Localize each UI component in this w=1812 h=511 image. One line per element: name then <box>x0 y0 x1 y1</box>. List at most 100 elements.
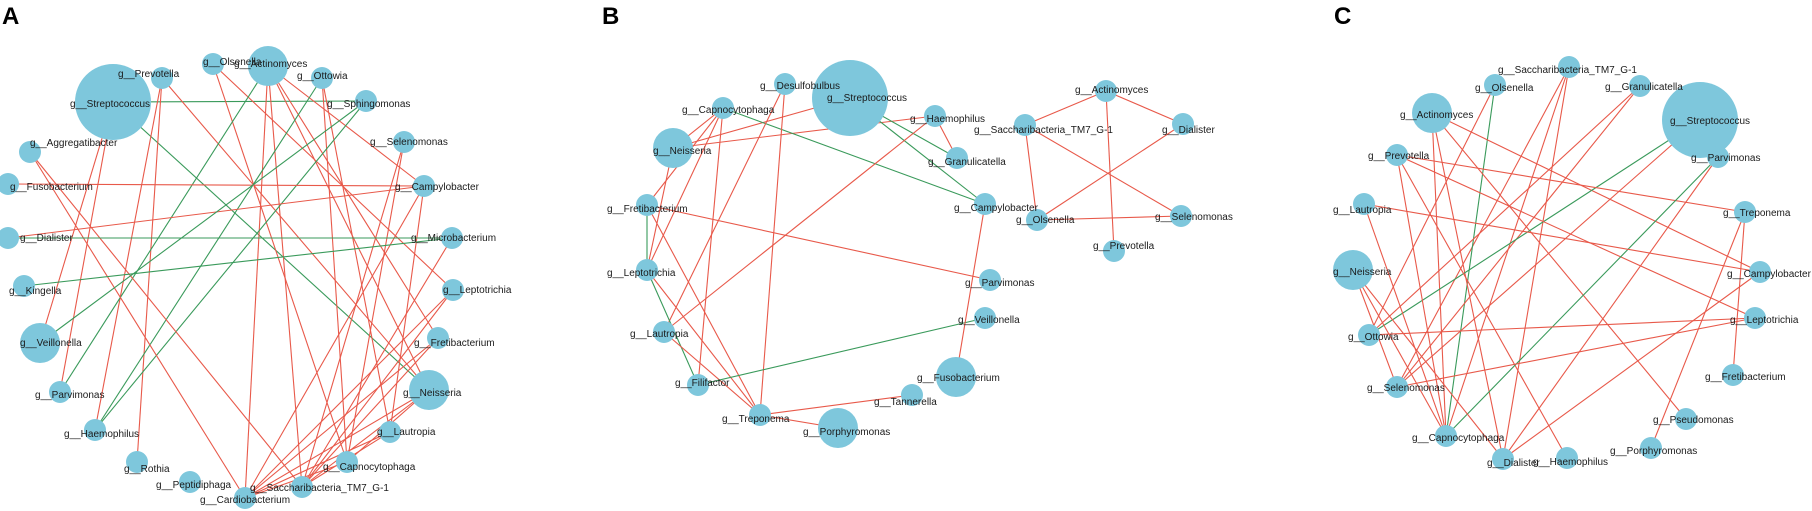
panel-label: B <box>602 3 619 30</box>
edge-positive <box>301 141 405 488</box>
edge-negative <box>1368 119 1701 336</box>
node-circle <box>291 476 313 498</box>
node-circle <box>774 73 796 95</box>
node-circle <box>413 175 435 197</box>
node-circle <box>1386 144 1408 166</box>
edge-positive <box>1431 112 1504 460</box>
node-circle <box>1749 261 1771 283</box>
edge-positive <box>136 77 163 463</box>
panel-a: A g__Streptococcusg__Prevotellag__Olsene… <box>0 3 512 509</box>
edge-positive <box>646 204 991 281</box>
edge-positive <box>1396 119 1701 388</box>
node-label: g__Microbacterium <box>411 233 496 244</box>
edge-positive <box>346 141 405 463</box>
node-label: g__Granulicatella <box>1605 82 1683 93</box>
edge-positive <box>1396 154 1756 319</box>
node-label: g__Streptococcus <box>1670 116 1750 127</box>
node-label: g__Parvimonas <box>35 390 104 401</box>
edge-positive <box>1105 90 1184 125</box>
node-label: g__Olsenella <box>1475 83 1534 94</box>
node-label: g__Rothia <box>124 464 170 475</box>
node-circle <box>1026 209 1048 231</box>
node-label: g__Neisseria <box>653 146 712 157</box>
node-label: g__Fretibacterium <box>414 338 495 349</box>
node-label: g__Treponema <box>1723 208 1791 219</box>
node-circle <box>1722 364 1744 386</box>
node-circle <box>393 131 415 153</box>
node-circle <box>1170 205 1192 227</box>
node-circle <box>924 105 946 127</box>
edge-positive <box>244 431 391 499</box>
edge-positive <box>1431 112 1447 437</box>
edge-positive <box>1036 123 1184 221</box>
node-label: g__Prevotella <box>1093 241 1155 252</box>
node-circle <box>179 471 201 493</box>
node-circle <box>812 60 888 136</box>
node-label: g__Neisseria <box>1333 267 1392 278</box>
node-label: g__Ottowia <box>297 71 348 82</box>
edge-positive <box>759 83 786 416</box>
edge-positive <box>1368 317 1756 336</box>
node-circle <box>151 67 173 89</box>
node-circle <box>49 381 71 403</box>
node-circle <box>0 227 19 249</box>
node-label: g__Campylobacter <box>954 203 1039 214</box>
node-circle <box>936 357 976 397</box>
node-label: g__Lautropia <box>630 329 689 340</box>
edge-negative <box>94 100 367 431</box>
node-circle <box>442 279 464 301</box>
node-circle <box>1103 240 1125 262</box>
edge-positive <box>1396 154 1746 213</box>
edge-negative <box>697 317 986 386</box>
node-circle <box>75 64 151 140</box>
node-circle <box>1492 448 1514 470</box>
node-circle <box>441 227 463 249</box>
node-circle <box>311 67 333 89</box>
node-circle <box>1734 201 1756 223</box>
edge-positive <box>94 77 163 431</box>
edge-positive <box>1363 203 1447 437</box>
edge-positive <box>663 331 761 416</box>
node-label: g__Treponema <box>722 414 790 425</box>
edge-positive <box>267 65 303 488</box>
edge-positive <box>1105 90 1115 252</box>
node-circle <box>1662 82 1738 158</box>
edge-positive <box>646 269 761 416</box>
edge-positive <box>646 147 674 271</box>
node-label: g__Prevotella <box>118 69 180 80</box>
edge-positive <box>59 101 114 393</box>
panel-b: B g__Desulfobulbusg__Streptococcusg__Cap… <box>602 3 1233 448</box>
edge-positive <box>1036 215 1182 221</box>
edge-positive <box>1368 85 1641 336</box>
edge-positive <box>1363 203 1761 273</box>
node-circle <box>1412 93 1452 133</box>
node-circle <box>1640 437 1662 459</box>
edge-positive <box>1396 154 1568 459</box>
node-label: g__Dialister <box>1162 125 1215 136</box>
node-circle <box>1556 447 1578 469</box>
edge-positive <box>1024 124 1038 221</box>
edge-positive <box>39 101 114 344</box>
edge-positive <box>1396 85 1641 388</box>
node-circle <box>636 259 658 281</box>
node-circle <box>1484 74 1506 96</box>
node-label: g__Desulfobulbus <box>760 81 840 92</box>
edge-positive <box>29 151 246 499</box>
node-label: g__Peptidiphaga <box>156 480 232 491</box>
edge-positive <box>1352 269 1504 460</box>
edge-positive <box>1396 66 1570 388</box>
node-label: g__Olsenella <box>203 57 262 68</box>
node-circle <box>202 53 224 75</box>
node-circle <box>636 194 658 216</box>
node-circle <box>901 384 923 406</box>
edge-positive <box>759 394 913 416</box>
node-label: g__Tannerella <box>874 397 937 408</box>
node-label: g__Fusobacterium <box>10 182 93 193</box>
node-label: g__Haemophilus <box>1533 457 1608 468</box>
node-label: g__Selenomonas <box>1155 212 1233 223</box>
node-circle <box>20 323 60 363</box>
node-label: g__Streptococcus <box>827 93 907 104</box>
node-circle <box>1095 80 1117 102</box>
node-circle <box>974 193 996 215</box>
